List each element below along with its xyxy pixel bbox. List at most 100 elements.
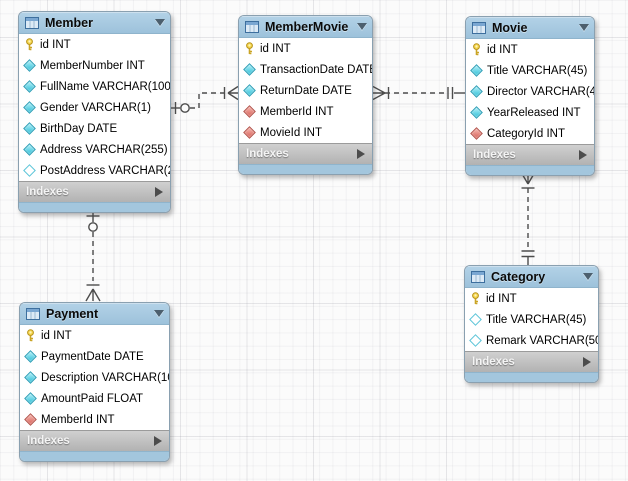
table-icon (25, 16, 39, 29)
collapse-arrow-icon[interactable] (579, 24, 589, 31)
column-notnull-icon (23, 122, 36, 135)
column-label: PaymentDate DATE (41, 350, 144, 363)
column-row[interactable]: AmountPaid FLOAT (20, 388, 169, 409)
relationship-member-membermovie[interactable] (171, 85, 239, 115)
column-row[interactable]: TransactionDate DATE (239, 59, 372, 80)
column-notnull-icon (23, 101, 36, 114)
table-movie-header[interactable]: Movie (466, 17, 594, 39)
column-notnull-icon (243, 84, 256, 97)
table-footer (239, 164, 372, 174)
column-label: Title VARCHAR(45) (486, 313, 587, 326)
table-membermovie-header[interactable]: MemberMovie (239, 16, 372, 38)
indexes-bar[interactable]: Indexes (465, 351, 598, 372)
column-notnull-icon (24, 371, 37, 384)
indexes-label: Indexes (472, 356, 515, 368)
column-row[interactable]: CategoryId INT (466, 123, 594, 144)
table-membermovie-columns: id INT TransactionDate DATE ReturnDate D… (239, 38, 372, 143)
indexes-label: Indexes (27, 435, 70, 447)
collapse-arrow-icon[interactable] (583, 273, 593, 280)
column-row[interactable]: Title VARCHAR(45) (465, 309, 598, 330)
collapse-arrow-icon[interactable] (154, 310, 164, 317)
table-title: Payment (46, 306, 99, 321)
column-label: id INT (486, 292, 517, 305)
table-footer (19, 202, 170, 212)
column-label: AmountPaid FLOAT (41, 392, 144, 405)
column-row[interactable]: Remark VARCHAR(500) (465, 330, 598, 351)
expand-arrow-icon[interactable] (155, 187, 163, 197)
column-row[interactable]: id INT (466, 39, 594, 60)
column-row[interactable]: PostAddress VARCHAR(255) (19, 160, 170, 181)
relationship-member-payment[interactable] (85, 209, 101, 302)
column-row[interactable]: FullName VARCHAR(100) (19, 76, 170, 97)
column-label: Director VARCHAR(45) (487, 85, 595, 98)
column-notnull-icon (24, 350, 37, 363)
indexes-label: Indexes (473, 149, 516, 161)
column-row[interactable]: PaymentDate DATE (20, 346, 169, 367)
column-notnull-icon (23, 143, 36, 156)
column-row[interactable]: MovieId INT (239, 122, 372, 143)
column-label: MemberNumber INT (40, 59, 145, 72)
column-row[interactable]: Gender VARCHAR(1) (19, 97, 170, 118)
relationship-movie-membermovie[interactable] (372, 85, 465, 101)
collapse-arrow-icon[interactable] (155, 19, 165, 26)
expand-arrow-icon[interactable] (357, 149, 365, 159)
column-label: Remark VARCHAR(500) (486, 334, 598, 347)
column-row[interactable]: Description VARCHAR(100) (20, 367, 169, 388)
foreign-key-icon (470, 127, 483, 140)
table-footer (465, 372, 598, 382)
column-row[interactable]: ReturnDate DATE (239, 80, 372, 101)
column-nullable-icon (469, 334, 482, 347)
column-label: id INT (487, 43, 518, 56)
table-membermovie[interactable]: MemberMovie id INT TransactionDate DATE … (238, 15, 373, 175)
column-label: PostAddress VARCHAR(255) (40, 164, 170, 177)
column-row[interactable]: id INT (19, 34, 170, 55)
table-payment-header[interactable]: Payment (20, 303, 169, 325)
column-row[interactable]: YearReleased INT (466, 102, 594, 123)
indexes-bar[interactable]: Indexes (466, 144, 594, 165)
table-title: Movie (492, 20, 528, 35)
expand-arrow-icon[interactable] (583, 357, 591, 367)
column-row[interactable]: id INT (20, 325, 169, 346)
primary-key-icon (472, 292, 479, 305)
column-notnull-icon (470, 85, 483, 98)
table-member-header[interactable]: Member (19, 12, 170, 34)
indexes-bar[interactable]: Indexes (20, 430, 169, 451)
column-label: MemberId INT (41, 413, 115, 426)
column-notnull-icon (243, 63, 256, 76)
column-label: YearReleased INT (487, 106, 581, 119)
column-row[interactable]: Address VARCHAR(255) (19, 139, 170, 160)
table-category[interactable]: Category id INT Title VARCHAR(45) Remark… (464, 265, 599, 383)
table-movie[interactable]: Movie id INT Title VARCHAR(45) Director … (465, 16, 595, 176)
column-row[interactable]: MemberId INT (20, 409, 169, 430)
column-label: Title VARCHAR(45) (487, 64, 588, 77)
table-icon (245, 20, 259, 33)
column-row[interactable]: Director VARCHAR(45) (466, 81, 594, 102)
collapse-arrow-icon[interactable] (357, 23, 367, 30)
column-label: id INT (260, 42, 291, 55)
column-label: Description VARCHAR(100) (41, 371, 170, 384)
relationship-category-movie[interactable] (520, 171, 536, 265)
indexes-label: Indexes (246, 148, 289, 160)
primary-key-icon (246, 42, 253, 55)
column-label: MemberId INT (260, 105, 334, 118)
column-row[interactable]: BirthDay DATE (19, 118, 170, 139)
column-row[interactable]: Title VARCHAR(45) (466, 60, 594, 81)
column-nullable-icon (469, 313, 482, 326)
column-row[interactable]: MemberId INT (239, 101, 372, 122)
column-label: FullName VARCHAR(100) (40, 80, 171, 93)
expand-arrow-icon[interactable] (579, 150, 587, 160)
column-row[interactable]: MemberNumber INT (19, 55, 170, 76)
column-row[interactable]: id INT (239, 38, 372, 59)
table-category-header[interactable]: Category (465, 266, 598, 288)
expand-arrow-icon[interactable] (154, 436, 162, 446)
table-movie-columns: id INT Title VARCHAR(45) Director VARCHA… (466, 39, 594, 144)
column-row[interactable]: id INT (465, 288, 598, 309)
table-payment[interactable]: Payment id INT PaymentDate DATE Descript… (19, 302, 170, 462)
column-label: id INT (40, 38, 71, 51)
table-member-columns: id INT MemberNumber INT FullName VARCHAR… (19, 34, 170, 181)
indexes-bar[interactable]: Indexes (19, 181, 170, 202)
table-icon (26, 307, 40, 320)
indexes-bar[interactable]: Indexes (239, 143, 372, 164)
column-label: MovieId INT (260, 126, 322, 139)
table-member[interactable]: Member id INT MemberNumber INT FullName … (18, 11, 171, 213)
